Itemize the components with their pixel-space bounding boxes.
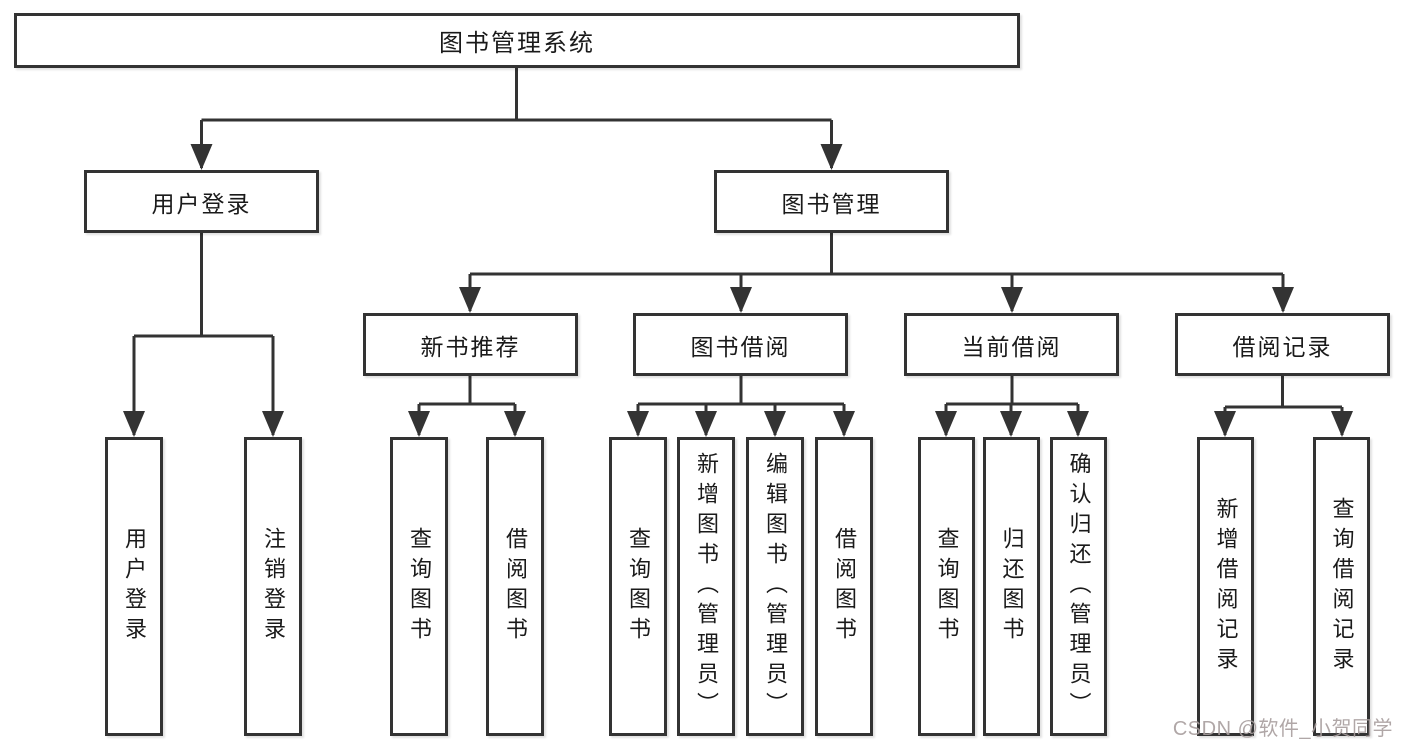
arrowhead-icon <box>123 411 145 437</box>
arrowhead-icon <box>1000 411 1022 437</box>
arrowhead-icon <box>833 411 855 437</box>
node-book-borrow: 图书借阅 <box>633 313 848 376</box>
leaf-confirm-return-admin: 确认归还（管理员） <box>1050 437 1107 736</box>
arrowhead-icon <box>1001 287 1023 313</box>
node-label: 图书借阅 <box>690 333 791 360</box>
node-label: 编辑图书（管理员） <box>763 451 788 722</box>
node-label: 新增图书（管理员） <box>694 451 719 722</box>
arrowhead-icon <box>1272 287 1294 313</box>
node-label: 查询图书 <box>407 526 432 647</box>
leaf-query-book-recommend: 查询图书 <box>390 437 448 736</box>
node-new-book-recommend: 新书推荐 <box>363 313 578 376</box>
node-label: 用户登录 <box>151 190 252 217</box>
node-label: 新书推荐 <box>420 333 521 360</box>
node-label: 图书管理系统 <box>439 30 595 57</box>
arrowhead-icon <box>695 411 717 437</box>
node-borrow-records: 借阅记录 <box>1175 313 1390 376</box>
arrowhead-icon <box>262 411 284 437</box>
node-label: 用户登录 <box>122 526 147 647</box>
arrowhead-icon <box>408 411 430 437</box>
node-label: 查询图书 <box>626 526 651 647</box>
node-user-login: 用户登录 <box>84 170 319 233</box>
leaf-edit-book-admin: 编辑图书（管理员） <box>746 437 804 736</box>
arrowhead-icon <box>730 287 752 313</box>
leaf-user-login: 用户登录 <box>105 437 163 736</box>
node-label: 借阅记录 <box>1232 333 1333 360</box>
arrowhead-icon <box>764 411 786 437</box>
node-label: 归还图书 <box>999 526 1025 647</box>
arrowhead-icon <box>1331 411 1353 437</box>
node-label: 图书管理 <box>781 190 882 217</box>
leaf-query-book-borrow: 查询图书 <box>609 437 667 736</box>
arrowhead-icon <box>627 411 649 437</box>
leaf-borrow-book-recommend: 借阅图书 <box>486 437 544 736</box>
arrowhead-icon <box>190 144 213 170</box>
leaf-add-borrow-record: 新增借阅记录 <box>1197 437 1254 736</box>
leaf-logout: 注销登录 <box>244 437 302 736</box>
arrowhead-icon <box>1067 411 1089 437</box>
node-label: 新增借阅记录 <box>1213 496 1239 677</box>
node-label: 查询图书 <box>934 526 960 647</box>
leaf-add-book-admin: 新增图书（管理员） <box>677 437 735 736</box>
node-label: 当前借阅 <box>961 333 1062 360</box>
node-book-management: 图书管理 <box>714 170 949 233</box>
leaf-borrow-book: 借阅图书 <box>815 437 873 736</box>
node-label: 查询借阅记录 <box>1329 496 1355 677</box>
connector-paths <box>132 68 1344 435</box>
arrowhead-icon <box>1214 411 1236 437</box>
node-label: 确认归还（管理员） <box>1066 451 1092 722</box>
node-label: 借阅图书 <box>832 526 857 647</box>
node-current-borrow: 当前借阅 <box>904 313 1119 376</box>
leaf-return-book: 归还图书 <box>983 437 1040 736</box>
arrowhead-icon <box>820 144 843 170</box>
node-label: 注销登录 <box>261 526 286 647</box>
leaf-query-borrow-record: 查询借阅记录 <box>1313 437 1370 736</box>
node-label: 借阅图书 <box>503 526 528 647</box>
arrowhead-icon <box>504 411 526 437</box>
watermark: CSDN @软件_小贺同学 <box>1172 718 1393 740</box>
node-library-system: 图书管理系统 <box>14 13 1020 68</box>
arrowhead-icon <box>459 287 481 313</box>
leaf-query-book-current: 查询图书 <box>918 437 975 736</box>
arrowhead-icon <box>935 411 957 437</box>
